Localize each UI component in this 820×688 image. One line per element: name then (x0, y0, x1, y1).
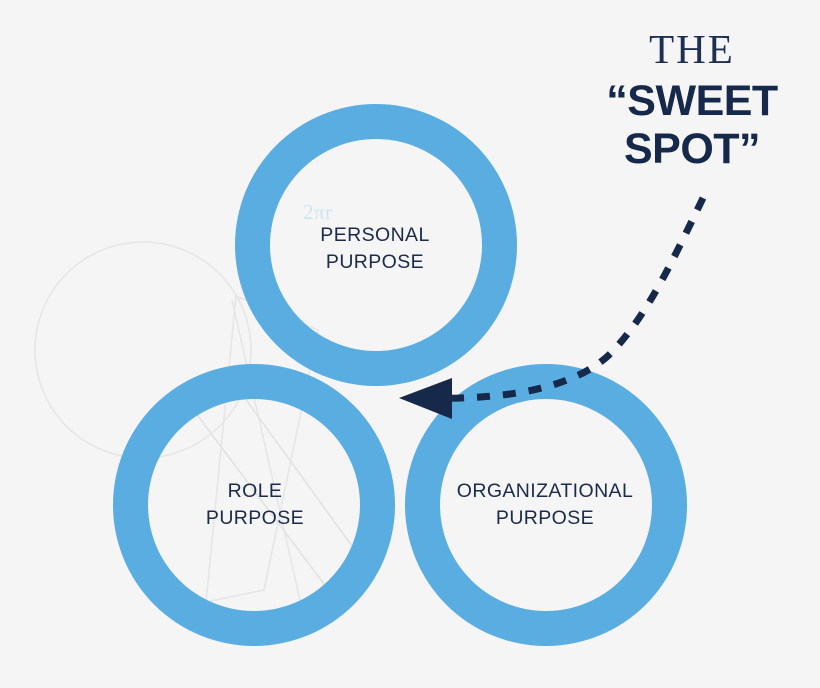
ring-organizational (405, 364, 687, 646)
ring-role (113, 364, 395, 646)
callout-arrow-head-icon (399, 378, 452, 419)
callout-arrow-dashed-path (425, 196, 707, 402)
ring-personal (235, 104, 517, 386)
callout-arrow (399, 196, 707, 419)
venn-rings (113, 104, 687, 646)
